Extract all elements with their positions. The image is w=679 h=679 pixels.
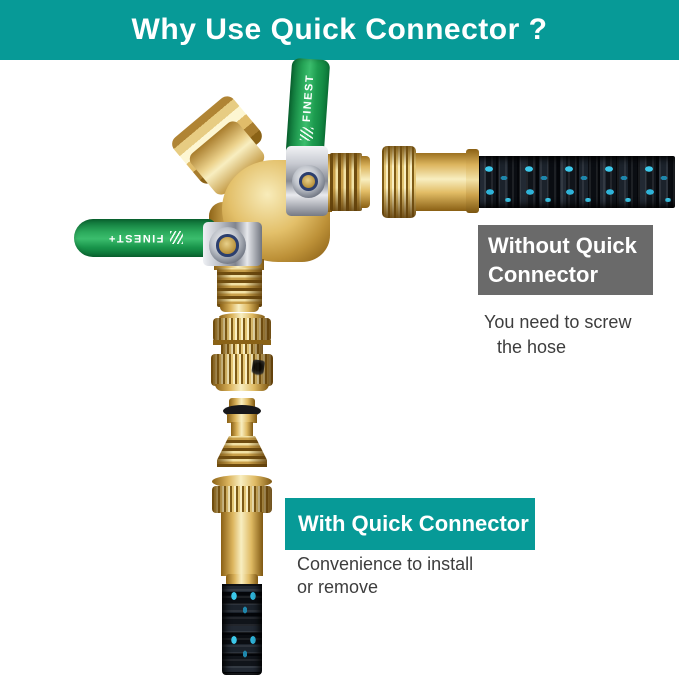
with-caption-line1: Convenience to install: [297, 554, 474, 574]
adapter-stem: [231, 422, 253, 437]
valve-outlet-right-threads: [330, 153, 362, 211]
valve-bolt-bottom: [209, 227, 246, 264]
header-banner: Why Use Quick Connector ?: [0, 0, 679, 60]
valve-lever-top: FINEST: [285, 57, 331, 156]
valve-lever-left-label: FINEST+: [74, 219, 216, 257]
with-caption: Convenience to install or remove: [297, 553, 473, 599]
fitting-flange: [226, 574, 258, 586]
coupler-bottom-edge: [215, 384, 269, 391]
lever-brand-text: FINEST+: [107, 232, 164, 244]
coupler-neck: [221, 344, 263, 355]
without-caption-line1: You need to screw: [484, 312, 632, 332]
valve-lever-left: FINEST+: [74, 219, 216, 257]
page-title: Why Use Quick Connector ?: [131, 13, 548, 46]
coupler-top-cap: [219, 313, 265, 321]
garden-hose-vertical: [222, 584, 262, 675]
hose-fitting-flange: [466, 149, 479, 213]
adapter-collar: [227, 414, 257, 423]
without-caption-line2: the hose: [497, 337, 567, 357]
fitting-knurled-ring: [212, 486, 272, 513]
without-quick-connector-label: Without Quick Connector: [478, 225, 653, 295]
valve-bolt-right: [292, 165, 325, 198]
finest-logo-icon: [169, 231, 183, 245]
fitting-top-washer: [212, 475, 272, 488]
with-caption-line2: or remove: [297, 577, 379, 597]
fitting-barrel: [221, 512, 263, 576]
coupler-knurled-ring: [213, 318, 271, 342]
valve-outlet-right-tip: [361, 156, 370, 208]
without-caption: You need to screw the hose: [484, 310, 631, 360]
lever-brand-text: FINEST: [300, 73, 317, 122]
coupler-logo-mark: [250, 359, 266, 378]
coupler-groove: [213, 340, 271, 345]
finest-logo-icon: [299, 126, 314, 140]
with-label-text: With Quick Connector: [298, 511, 529, 536]
hose-fitting-knurled-collar: [382, 146, 416, 218]
valve-outlet-bottom-threads: [217, 268, 262, 307]
adapter-threaded-base: [217, 436, 267, 467]
hose-fitting-barrel: [416, 153, 468, 211]
valve-lever-top-label: FINEST: [286, 58, 331, 155]
valve-outlet-bottom-tip: [220, 304, 259, 312]
with-quick-connector-label: With Quick Connector: [285, 498, 535, 550]
garden-hose-horizontal: [477, 156, 675, 208]
adapter-top-cap: [229, 398, 255, 407]
